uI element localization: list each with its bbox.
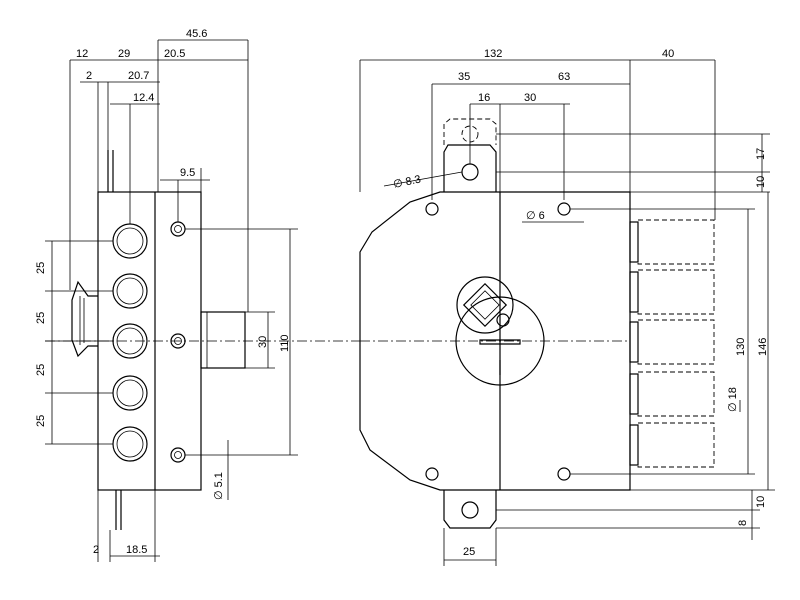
dim-12-4: 12.4: [133, 92, 154, 104]
dim-16: 16: [478, 92, 490, 104]
dim-35: 35: [458, 71, 470, 83]
dim-18-5: 18.5: [126, 544, 147, 556]
dim-10-top: 10: [755, 176, 767, 188]
dim-2-top: 2: [86, 70, 92, 82]
dim-2-bottom: 2: [93, 544, 99, 556]
dim-110: 110: [279, 334, 291, 352]
dim-12: 12: [76, 48, 88, 60]
dim-6: ∅ 6: [526, 210, 545, 222]
bolt-circle-5: [112, 426, 148, 462]
dim-130: 130: [735, 338, 747, 356]
dim-10-bottom: 10: [755, 496, 767, 508]
dim-20-7: 20.7: [128, 70, 149, 82]
dim-63: 63: [558, 71, 570, 83]
right-view: 132 40 35 63 16 30 ∅ 8.3 ∅ 6 17 10 130 1…: [359, 48, 775, 566]
dim-25-a: 25: [35, 262, 47, 274]
cylinder-knob: [71, 280, 98, 358]
bolts: [629, 219, 715, 468]
lock-body: [359, 191, 631, 491]
dim-25-d: 25: [35, 415, 47, 427]
dim-8-3: ∅ 8.3: [392, 173, 422, 191]
dim-25-c: 25: [35, 364, 47, 376]
bottom-tab: [443, 490, 497, 529]
dim-18: ∅ 18: [727, 387, 739, 412]
dim-146: 146: [757, 338, 769, 356]
top-tab: [443, 144, 497, 192]
bolt-projection: [200, 311, 246, 369]
dim-9-5: 9.5: [180, 167, 195, 179]
dim-5-1: ∅ 5.1: [213, 472, 225, 500]
dim-8: 8: [737, 520, 749, 526]
dim-25r: 25: [463, 546, 475, 558]
dim-20-5: 20.5: [164, 48, 185, 60]
dim-30: 30: [257, 336, 269, 348]
dim-40: 40: [662, 48, 674, 60]
left-view: 12 29 20.5 45.6 2 20.7 12.4 9.5 25 25 25…: [35, 28, 360, 562]
dim-29: 29: [118, 48, 130, 60]
dim-132: 132: [484, 48, 502, 60]
dim-25-b: 25: [35, 312, 47, 324]
bolt-circle-4: [112, 375, 148, 411]
bolt-circle-1: [112, 223, 148, 259]
dim-30r: 30: [524, 92, 536, 104]
dim-17: 17: [755, 148, 767, 160]
dim-45-6: 45.6: [186, 28, 207, 40]
bolt-circle-2: [112, 273, 148, 309]
